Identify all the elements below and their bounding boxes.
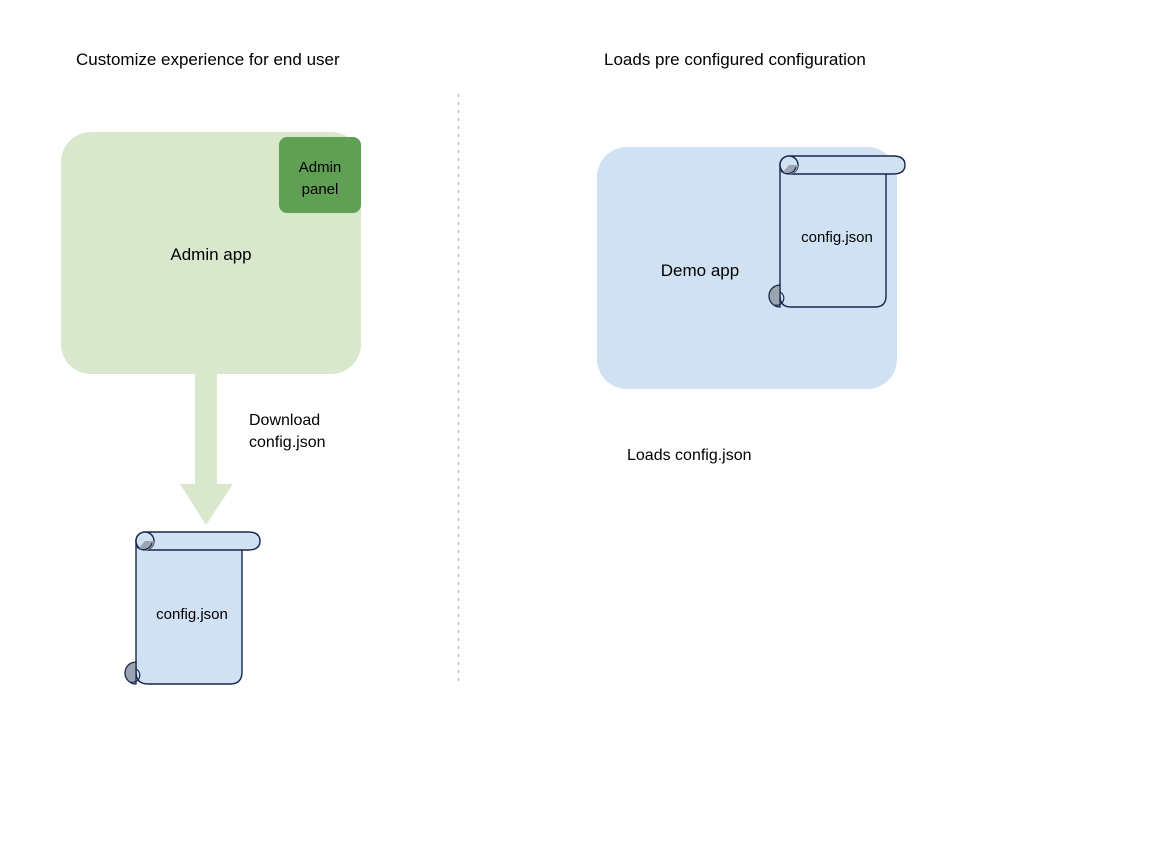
scroll-body bbox=[779, 163, 887, 308]
right-panel-group: Loads pre configured configuration Demo … bbox=[597, 50, 906, 464]
right-config-document[interactable]: config.json bbox=[768, 155, 906, 308]
download-arrow bbox=[180, 360, 233, 525]
scroll-bottom-curl-line bbox=[774, 291, 785, 306]
loads-config-caption: Loads config.json bbox=[627, 447, 752, 464]
right-config-document-label: config.json bbox=[801, 229, 873, 246]
scroll-bottom-curl bbox=[768, 284, 781, 308]
left-config-document[interactable]: config.json bbox=[124, 531, 261, 685]
admin-panel-box[interactable] bbox=[279, 137, 361, 213]
scroll-body bbox=[135, 539, 243, 685]
scroll-top-roll bbox=[779, 155, 906, 175]
download-arrow-label-line2: config.json bbox=[249, 434, 326, 451]
demo-app-label: Demo app bbox=[661, 261, 739, 280]
scroll-top-curl-shade bbox=[139, 541, 155, 551]
admin-app-label: Admin app bbox=[170, 245, 251, 264]
scroll-top-curl-line bbox=[780, 166, 797, 175]
left-config-document-label: config.json bbox=[156, 606, 228, 623]
scroll-bottom-curl-line bbox=[130, 668, 141, 683]
admin-panel-label-line2: panel bbox=[302, 181, 339, 198]
right-panel-title: Loads pre configured configuration bbox=[604, 50, 866, 69]
scroll-bottom-curl bbox=[124, 661, 137, 685]
download-arrow-shape bbox=[180, 360, 233, 525]
left-panel-group: Customize experience for end user Admin … bbox=[61, 50, 361, 685]
download-arrow-label-line1: Download bbox=[249, 412, 320, 429]
demo-app-box[interactable] bbox=[597, 147, 897, 389]
admin-panel-label-line1: Admin bbox=[299, 159, 342, 176]
left-panel-title: Customize experience for end user bbox=[76, 50, 340, 69]
scroll-top-curl-line bbox=[136, 542, 153, 551]
scroll-top-curl-shade bbox=[783, 165, 799, 175]
